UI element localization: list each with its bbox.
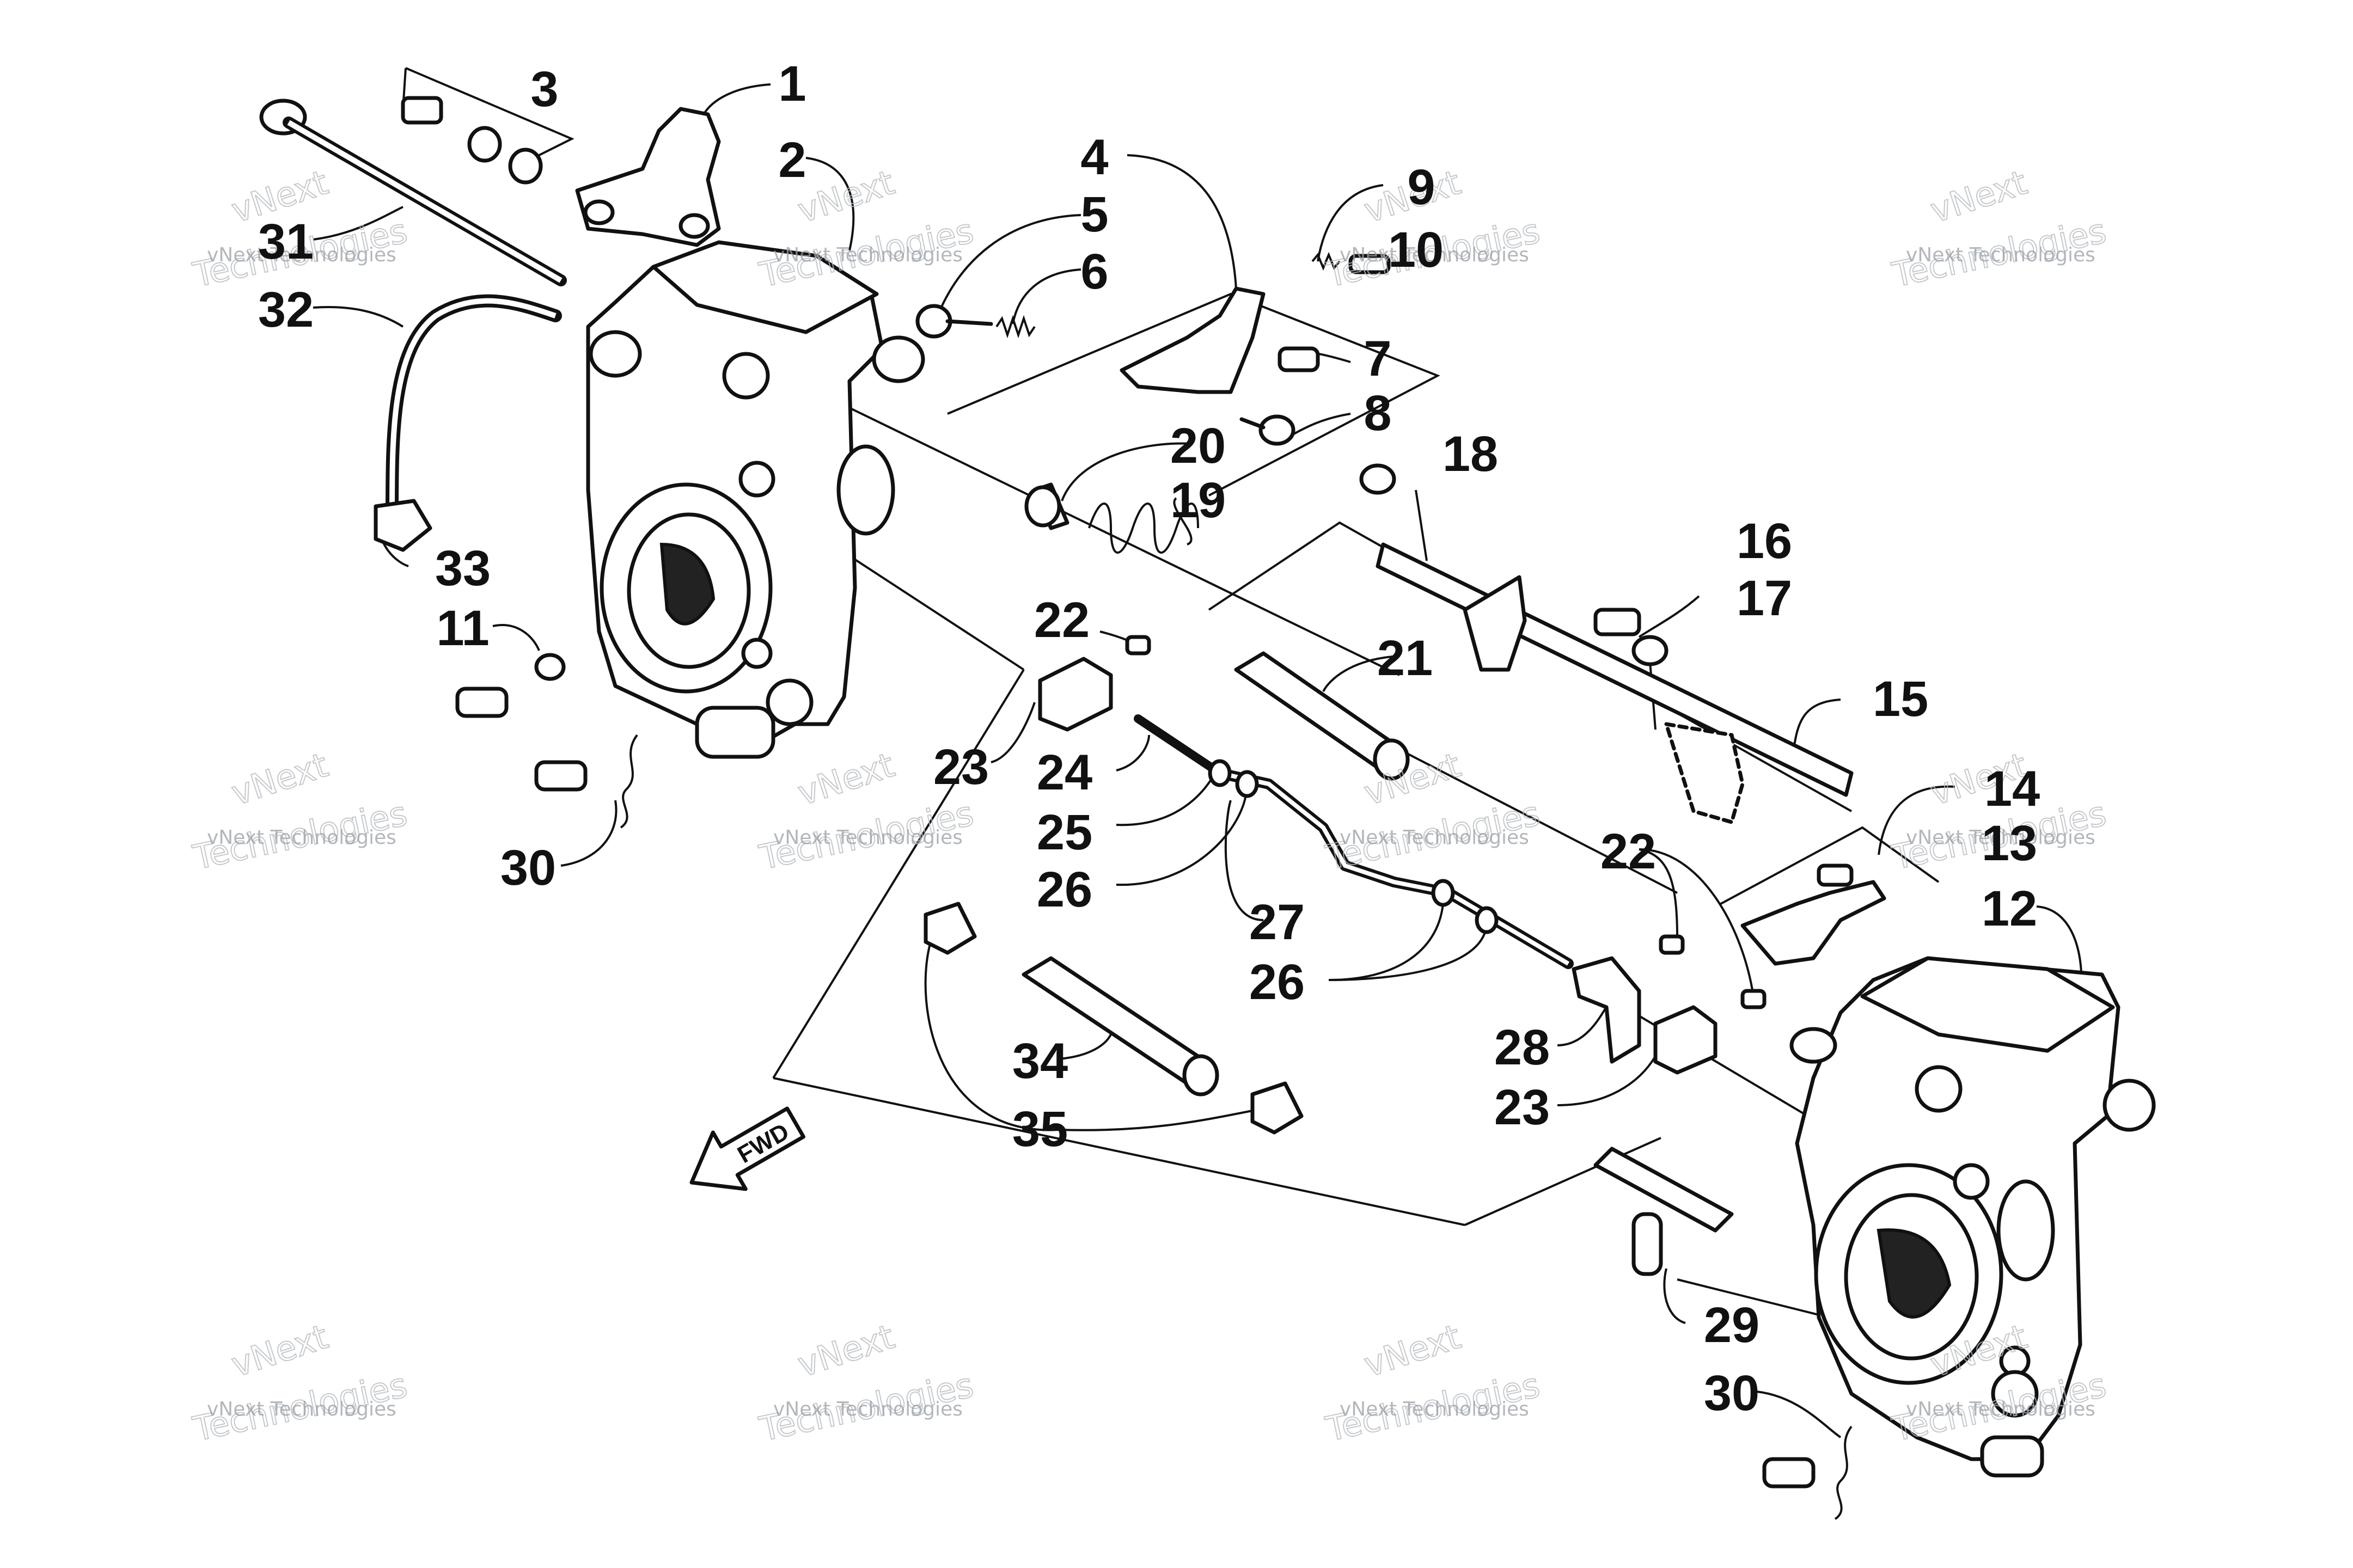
watermark-line1: vNext xyxy=(1926,162,2032,230)
watermark-line1: vNext xyxy=(793,745,899,813)
callout-2: 2 xyxy=(778,132,806,188)
watermark-line1: vNext xyxy=(1359,1316,1465,1385)
part-5-screw xyxy=(915,304,993,339)
callout-30-left: 30 xyxy=(500,840,556,896)
callout-13: 13 xyxy=(1982,816,2037,871)
callout-30-right: 30 xyxy=(1704,1365,1759,1421)
part-22-screw-top xyxy=(1125,635,1151,656)
fwd-arrow-icon: FWD xyxy=(689,1106,806,1191)
callout-19: 19 xyxy=(1170,473,1226,528)
part-19-spring xyxy=(1088,503,1199,554)
callout-9: 9 xyxy=(1407,160,1435,215)
callout-1: 1 xyxy=(778,56,806,112)
part-23-bracket-top xyxy=(1038,657,1113,732)
watermark-small: vNext Technologies xyxy=(773,244,963,266)
callout-11: 11 xyxy=(436,601,489,656)
watermark-line1: vNext xyxy=(793,1316,899,1385)
callout-35: 35 xyxy=(1012,1101,1068,1157)
part-20-bushing xyxy=(1024,482,1069,530)
callout-25: 25 xyxy=(1037,805,1092,860)
watermark-small: vNext Technologies xyxy=(207,1398,396,1420)
callout-22-right: 22 xyxy=(1600,824,1656,879)
part-7-screw xyxy=(1278,346,1320,372)
watermark-small: vNext Technologies xyxy=(773,1398,963,1420)
callout-4: 4 xyxy=(1080,130,1108,185)
callout-23-top: 23 xyxy=(933,739,989,795)
callout-33: 33 xyxy=(435,541,491,596)
callout-29: 29 xyxy=(1704,1297,1759,1353)
part-23-bracket-right xyxy=(1653,1005,1718,1075)
callout-20: 20 xyxy=(1170,418,1226,474)
carburetor-right xyxy=(1789,956,2156,1478)
part-24-27-linkage-rod xyxy=(1134,714,1574,969)
callout-3: 3 xyxy=(530,62,558,117)
part-33-clamp xyxy=(374,499,432,552)
callout-26-lower: 26 xyxy=(1249,954,1305,1010)
callout-26-upper: 26 xyxy=(1037,862,1092,917)
part-29-t-fitting xyxy=(1593,1147,1734,1276)
callout-32: 32 xyxy=(258,282,314,338)
callout-numbers: 1 2 3 4 5 6 7 8 9 10 11 12 13 14 15 16 1… xyxy=(258,56,2040,1421)
part-3-screw-washers xyxy=(401,96,543,185)
callout-7: 7 xyxy=(1364,331,1391,387)
callout-21: 21 xyxy=(1377,630,1433,686)
callout-8: 8 xyxy=(1364,385,1391,441)
part-30-clip-right xyxy=(1762,1425,1853,1520)
part-17-nut xyxy=(1631,635,1669,666)
part-31-bolt xyxy=(259,99,567,286)
part-4-bracket xyxy=(1120,286,1266,394)
callout-34: 34 xyxy=(1012,1033,1068,1089)
watermark-small: vNext Technologies xyxy=(1906,244,2095,266)
part-13-14-bracket xyxy=(1740,863,1886,966)
part-30-clip-left xyxy=(534,734,638,829)
part-6-spring xyxy=(995,315,1036,339)
leader-lines xyxy=(313,67,2083,1438)
watermark-small: vNext Technologies xyxy=(207,826,396,849)
callout-15: 15 xyxy=(1873,671,1928,727)
callout-24: 24 xyxy=(1037,745,1092,800)
watermark-small: vNext Technologies xyxy=(1340,1398,1529,1420)
watermark-small: vNext Technologies xyxy=(1906,826,2095,849)
callout-12: 12 xyxy=(1982,881,2037,936)
part-21-sleeve xyxy=(1234,651,1410,781)
callout-22-top: 22 xyxy=(1034,592,1090,648)
watermark-line1: vNext xyxy=(227,745,333,813)
part-28-bracket xyxy=(1572,956,1641,1064)
callout-14: 14 xyxy=(1984,761,2040,817)
callout-10: 10 xyxy=(1388,222,1444,278)
part-9-10-screw-spring xyxy=(1311,252,1391,274)
part-22-screw-right xyxy=(1659,934,1767,1009)
watermark-small: vNext Technologies xyxy=(1340,244,1529,266)
callout-16: 16 xyxy=(1737,513,1792,569)
part-34-tube xyxy=(1022,956,1219,1097)
part-18-screw xyxy=(1359,463,1396,495)
watermark-small: vNext Technologies xyxy=(773,826,963,849)
callout-23-right: 23 xyxy=(1494,1080,1550,1135)
watermark-small: vNext Technologies xyxy=(207,244,396,266)
part-35-clamps xyxy=(924,902,1304,1135)
part-16-screw xyxy=(1593,608,1641,636)
callout-28: 28 xyxy=(1494,1020,1550,1075)
watermark-line1: vNext xyxy=(793,162,899,230)
watermark-line1: vNext xyxy=(227,1316,333,1385)
part-2-cover xyxy=(575,107,721,247)
callout-5: 5 xyxy=(1080,187,1108,242)
callout-18: 18 xyxy=(1443,426,1498,482)
part-15-throttle-shaft xyxy=(1376,542,1854,824)
carburetor-left xyxy=(586,240,925,759)
part-32-hose xyxy=(386,294,562,521)
callout-27: 27 xyxy=(1249,895,1305,950)
part-11-screw xyxy=(455,653,566,718)
watermark-small: vNext Technologies xyxy=(1340,826,1529,849)
watermark-small: vNext Technologies xyxy=(1906,1398,2095,1420)
part-8-screw xyxy=(1239,414,1295,446)
callout-31: 31 xyxy=(258,214,314,270)
callout-17: 17 xyxy=(1737,571,1792,626)
callout-6: 6 xyxy=(1080,244,1108,299)
